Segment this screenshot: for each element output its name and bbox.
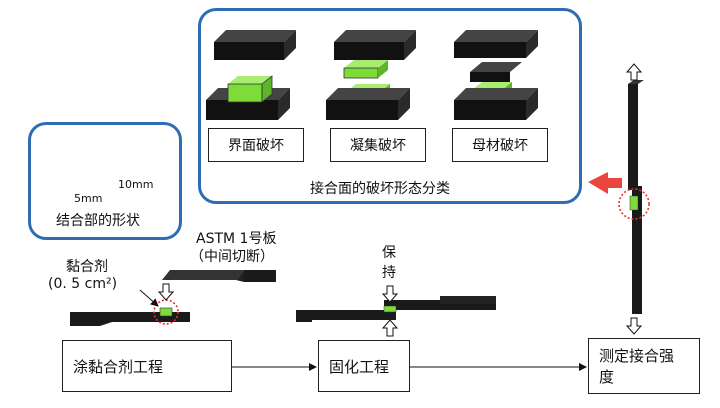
failure-mode-label: 界面破坏 <box>228 138 284 154</box>
process-step-label-line2: 度 <box>599 368 615 386</box>
failure-mode-box-cohesive: 凝集破坏 <box>330 128 426 162</box>
adhesive-area: (0. 5 cm²) <box>48 276 118 292</box>
interface-failure-illustration <box>206 30 296 120</box>
specimen-left-illustration <box>70 270 276 326</box>
specimen-tensile-illustration <box>588 63 650 335</box>
hold-label-1: 保 <box>382 245 396 261</box>
process-step-label-line1: 测定接合强 <box>599 347 675 365</box>
joint-dim-depth: 10mm <box>118 178 154 191</box>
specimen-middle-illustration <box>296 285 496 337</box>
failure-mode-box-substrate: 母材破坏 <box>452 128 548 162</box>
process-step-label: 固化工程 <box>329 357 390 376</box>
joint-panel-caption: 结合部的形状 <box>56 213 140 229</box>
adhesive-label: 黏合剂 <box>66 259 108 275</box>
joint-dim-width: 5mm <box>74 192 103 205</box>
specimen-name: ASTM 1号板 <box>196 231 277 247</box>
cohesive-failure-illustration <box>326 30 416 120</box>
failure-mode-label: 母材破坏 <box>472 138 528 154</box>
process-step-label: 涂黏合剂工程 <box>73 357 164 376</box>
failure-panel-caption: 接合面的破坏形态分类 <box>310 181 450 197</box>
hold-label-2: 持 <box>382 265 396 281</box>
process-step-curing: 固化工程 <box>318 340 410 392</box>
substrate-failure-illustration <box>454 30 538 120</box>
joint-shape-panel <box>28 122 182 240</box>
process-step-apply-adhesive: 涂黏合剂工程 <box>62 340 232 392</box>
failure-mode-box-interface: 界面破坏 <box>208 128 304 162</box>
process-step-measure-strength: 测定接合强 度 <box>588 338 700 394</box>
failure-mode-label: 凝集破坏 <box>350 138 406 154</box>
specimen-cut-note: （中间切断） <box>190 249 274 265</box>
